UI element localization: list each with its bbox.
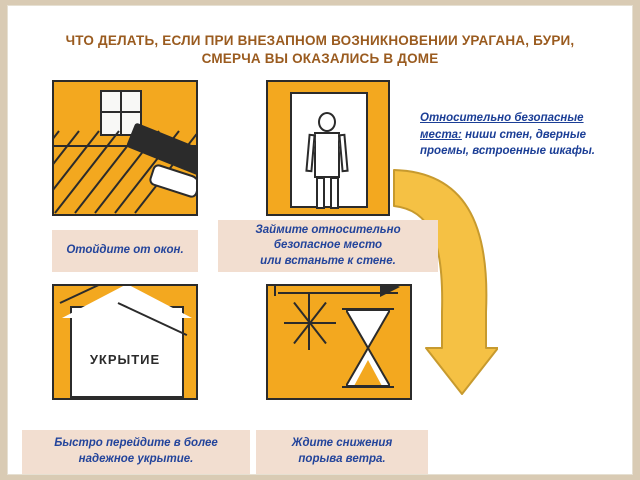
hourglass-top-bar	[342, 308, 394, 310]
caption-2-line3: или встаньте к стене.	[260, 254, 396, 267]
weathervane-arrow-head	[380, 286, 400, 297]
illustration-window-and-leg	[52, 80, 198, 216]
caption-2-line1: Займите относительно	[255, 223, 401, 236]
house-shape	[70, 306, 184, 398]
safe-places-note-underlined: Относительно безопасные места:	[420, 112, 584, 141]
caption-3-line2: надежное укрытие.	[78, 453, 194, 465]
caption-move-away-from-windows: Отойдите от окон.	[52, 230, 198, 272]
hourglass-outline	[346, 310, 390, 386]
caption-move-to-safer-shelter: Быстро перейдите в более надежное укрыти…	[22, 430, 250, 474]
caption-take-safe-place: Займите относительно безопасное место ил…	[218, 220, 438, 272]
hourglass-upper-bulb	[346, 310, 390, 348]
weathervane-bar	[278, 292, 398, 294]
caption-2-line2: безопасное место	[273, 239, 383, 252]
caption-1-text: Отойдите от окон.	[66, 244, 184, 257]
illustration-weathervane-hourglass	[266, 284, 412, 400]
person-leg-right	[330, 177, 339, 209]
illustration-doorway-person	[266, 80, 390, 216]
person-body	[314, 132, 340, 178]
page-title: ЧТО ДЕЛАТЬ, ЕСЛИ ПРИ ВНЕЗАПНОМ ВОЗНИКНОВ…	[65, 33, 575, 67]
safe-places-note: Относительно безопасные места: ниши стен…	[420, 110, 618, 160]
roof-shape	[62, 286, 192, 318]
safe-places-note-rest: ниши стен, дверные проемы, встроенные шк…	[420, 128, 595, 158]
person-head	[318, 112, 336, 132]
caption-3-line1: Быстро перейдите в более	[54, 437, 218, 450]
caption-wait-for-wind-to-drop: Ждите снижения порыва ветра.	[256, 430, 428, 474]
person-leg-left	[316, 177, 325, 209]
hourglass-icon	[346, 310, 390, 386]
hourglass-bottom-bar	[342, 386, 394, 388]
caption-4-line1: Ждите снижения	[291, 437, 393, 450]
caption-4-line2: порыва ветра.	[298, 453, 386, 465]
weathervane-tail	[274, 286, 276, 296]
slide-canvas: ЧТО ДЕЛАТЬ, ЕСЛИ ПРИ ВНЕЗАПНОМ ВОЗНИКНОВ…	[8, 6, 632, 474]
illustration-shelter: УКРЫТИЕ	[52, 284, 198, 400]
shelter-label: УКРЫТИЕ	[89, 352, 161, 367]
